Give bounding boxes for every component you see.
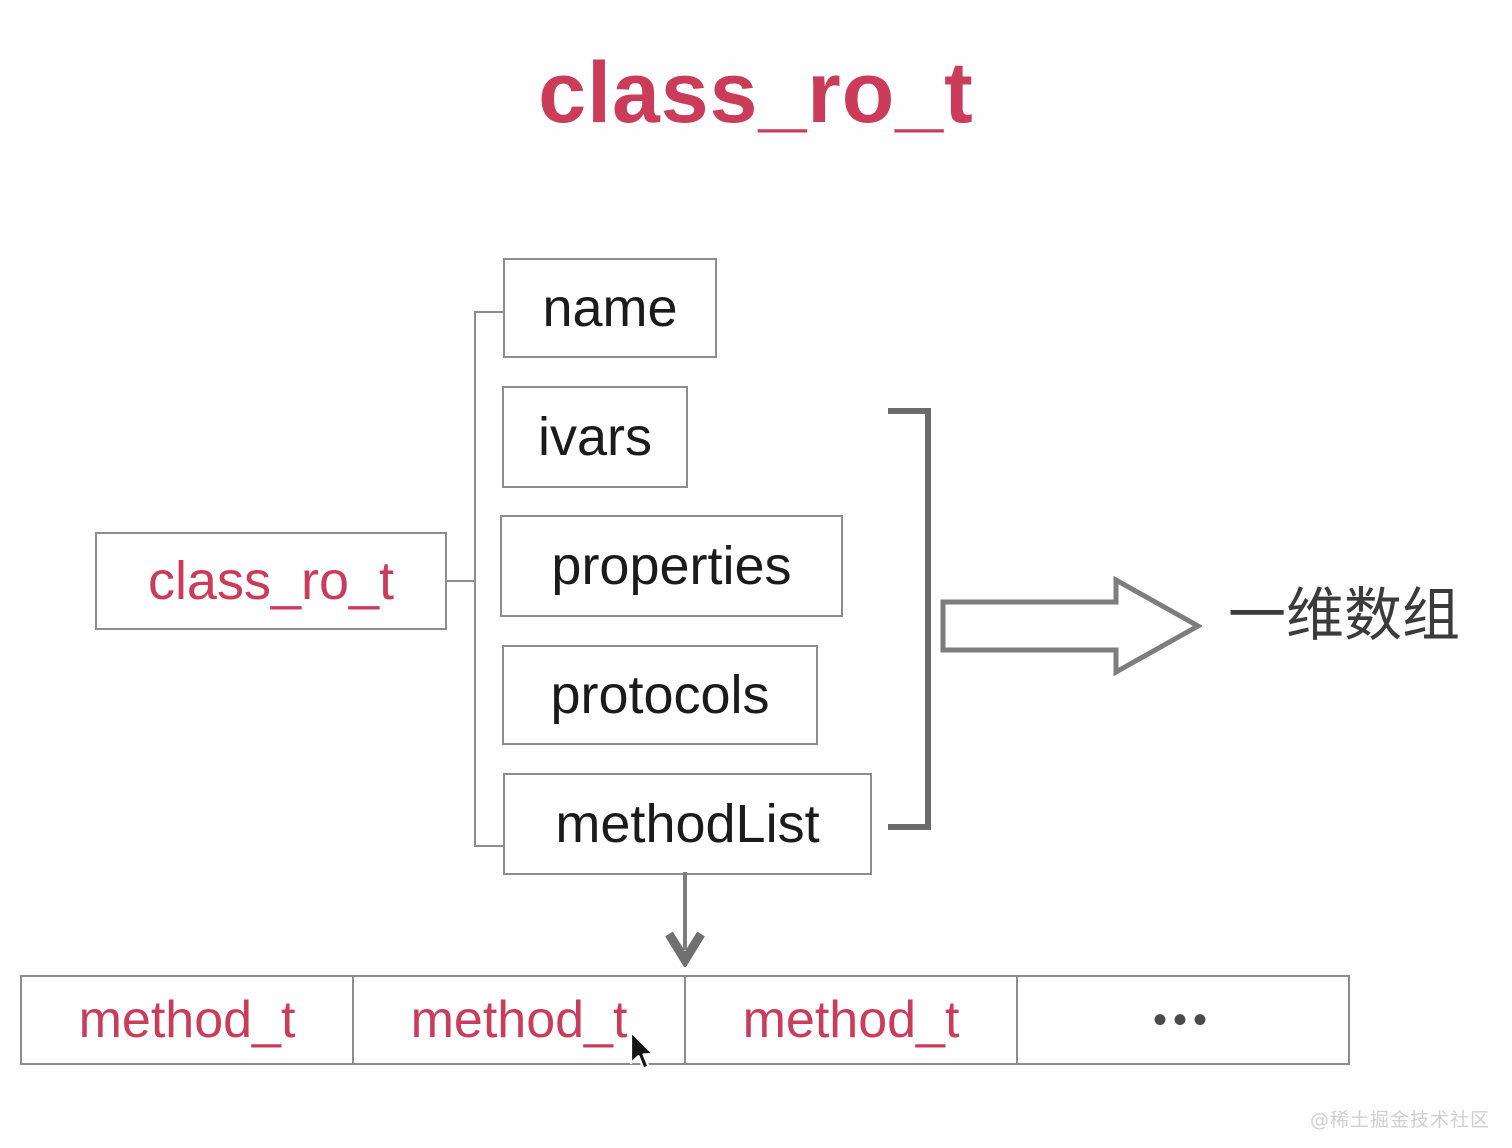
method-array-row: method_t method_t method_t ••• — [20, 975, 1350, 1065]
brace-vertical-spine — [474, 312, 476, 846]
group-bracket-arm-top — [888, 408, 931, 414]
brace-arm-bottom — [474, 845, 504, 847]
block-arrow-right-icon — [940, 575, 1202, 677]
method-array-cell[interactable]: method_t — [22, 977, 354, 1063]
down-arrow-icon — [665, 872, 705, 967]
field-label-name: name — [542, 278, 678, 338]
method-array-cell-label: method_t — [78, 991, 296, 1049]
page-title: class_ro_t — [538, 45, 974, 141]
brace-stem-connector — [447, 580, 475, 582]
group-bracket-spine — [925, 408, 931, 830]
node-class-ro-t[interactable]: class_ro_t — [95, 532, 447, 630]
node-class-ro-t-label: class_ro_t — [147, 551, 395, 611]
method-array-ellipsis-label: ••• — [1152, 998, 1213, 1042]
method-array-cell-ellipsis[interactable]: ••• — [1018, 977, 1348, 1063]
group-bracket-arm-bottom — [888, 824, 931, 830]
field-box-ivars[interactable]: ivars — [502, 386, 688, 488]
method-array-cell[interactable]: method_t — [686, 977, 1018, 1063]
field-box-methodlist[interactable]: methodList — [503, 773, 872, 875]
field-label-methodlist: methodList — [555, 794, 820, 854]
watermark-text: @稀土掘金技术社区 — [1309, 1109, 1490, 1131]
field-box-properties[interactable]: properties — [500, 515, 843, 617]
field-box-protocols[interactable]: protocols — [502, 645, 818, 745]
field-label-ivars: ivars — [537, 407, 652, 467]
brace-arm-top — [474, 311, 504, 313]
method-array-cell-label: method_t — [742, 991, 960, 1049]
field-box-name[interactable]: name — [503, 258, 717, 358]
method-array-cell-label: method_t — [410, 991, 628, 1049]
method-array-cell[interactable]: method_t — [354, 977, 686, 1063]
annotation-one-dimensional-array: 一维数组 — [1228, 581, 1461, 649]
field-label-properties: properties — [551, 536, 792, 596]
field-label-protocols: protocols — [550, 665, 770, 725]
